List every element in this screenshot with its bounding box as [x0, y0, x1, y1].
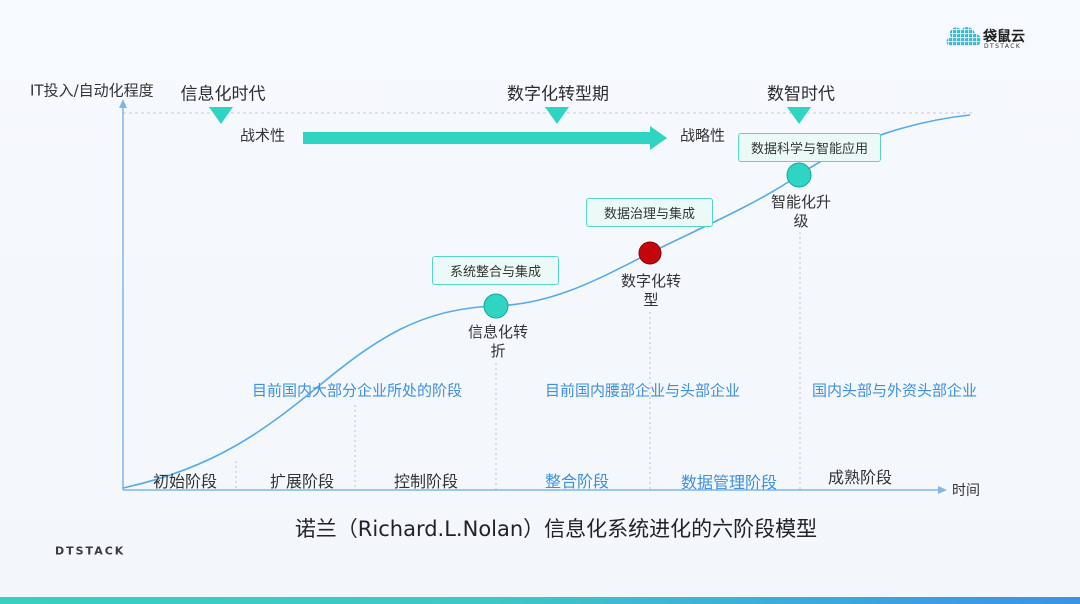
era-marker-triangle-2 [545, 107, 569, 124]
brand-name-sub: DTSTACK [984, 43, 1022, 50]
y-axis-arrowhead [119, 99, 127, 108]
stage-label-4: 整合阶段 [544, 472, 610, 491]
era-label-3: 数智时代 [767, 84, 835, 105]
y-axis-label: IT投入/自动化程度 [30, 81, 154, 100]
x-axis-arrowhead [938, 486, 947, 494]
footer-brand-mark: DTSTACK [55, 544, 126, 558]
era-label-1: 信息化时代 [180, 84, 266, 105]
strategy-from-label: 战术性 [240, 126, 286, 145]
cloud-logo-icon [946, 27, 981, 46]
era-marker-triangle-3 [787, 107, 811, 124]
milestone-box-1: 系统整合与集成 [432, 256, 559, 285]
milestone-node-2 [638, 241, 662, 265]
strategy-arrow-shaft [303, 132, 652, 144]
stage-label-2: 扩展阶段 [269, 472, 335, 491]
milestone-label-3-line-2: 级 [793, 212, 809, 230]
era-label-2: 数字化转型期 [507, 84, 609, 105]
segment-note-2: 目前国内腰部企业与头部企业 [545, 381, 741, 400]
milestone-label-1-line-1: 信息化转 [467, 323, 529, 341]
strategy-to-label: 战略性 [680, 126, 726, 145]
milestone-label-3: 智能化升 级 [771, 193, 831, 231]
era-marker-triangle-1 [209, 107, 233, 124]
milestone-node-1 [483, 293, 509, 319]
milestone-label-3-line-1: 智能化升 [770, 193, 832, 211]
milestone-box-3: 数据科学与智能应用 [738, 133, 881, 162]
strategy-arrow-head [650, 126, 667, 150]
segment-note-3: 国内头部与外资头部企业 [812, 381, 978, 400]
evolution-curve [122, 114, 971, 489]
slide-title: 诺兰（Richard.L.Nolan）信息化系统进化的六阶段模型 [294, 517, 818, 541]
milestone-label-1: 信息化转 折 [468, 323, 528, 361]
stage-label-1: 初始阶段 [152, 472, 218, 491]
milestone-label-1-line-2: 折 [490, 342, 506, 360]
milestone-node-3 [786, 162, 812, 188]
stage-label-6: 成熟阶段 [827, 468, 893, 487]
x-axis-label: 时间 [952, 483, 980, 499]
brand-name: 袋鼠云 [983, 29, 1025, 45]
stage-label-5: 数据管理阶段 [680, 473, 778, 492]
segment-note-1: 目前国内大部分企业所处的阶段 [252, 381, 463, 400]
milestone-label-2-line-2: 型 [643, 291, 659, 309]
milestone-label-2: 数字化转 型 [621, 272, 681, 310]
brand-logo: 袋鼠云 DTSTACK [945, 26, 1027, 52]
stage-label-3: 控制阶段 [393, 472, 459, 491]
milestone-box-2: 数据治理与集成 [586, 198, 713, 227]
bottom-accent-bar [0, 597, 1080, 604]
milestone-label-2-line-1: 数字化转 [620, 272, 682, 290]
